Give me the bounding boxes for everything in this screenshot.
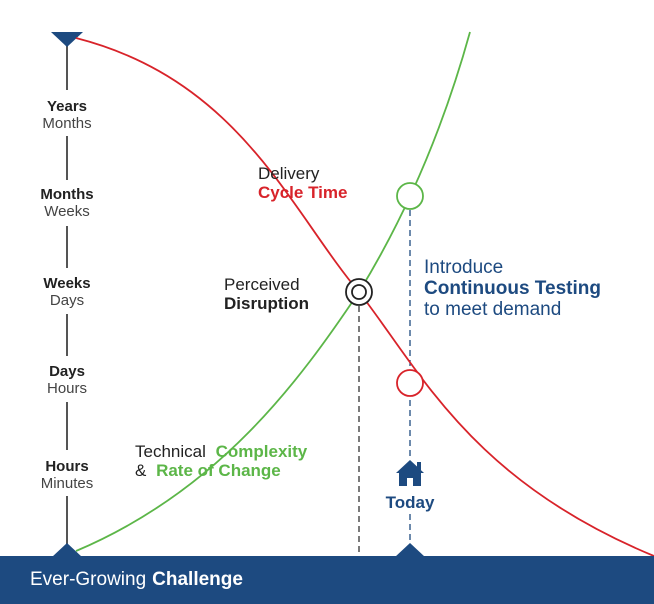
complexity-today-marker <box>396 182 424 210</box>
complexity-label-line1: Technical Complexity <box>135 442 308 461</box>
axis-level-primary: Days <box>49 363 85 380</box>
footer-regular-text: Ever-Growing <box>30 569 147 590</box>
today-bottom-marker <box>395 543 425 557</box>
axis-level-primary: Hours <box>45 458 88 475</box>
complexity-label-line2: & Rate of Change <box>135 461 281 480</box>
axis-level-primary: Months <box>40 186 93 203</box>
complexity-ampersand: & <box>135 461 147 480</box>
axis-level-secondary: Hours <box>47 380 87 397</box>
disruption-point-inner <box>351 284 367 300</box>
delivery-label-line2: Cycle Time <box>258 183 347 202</box>
axis-bottom-marker <box>52 543 82 557</box>
complexity-prefix: Technical <box>135 442 206 461</box>
axis-level-2: Months Weeks <box>40 186 93 220</box>
continuous-label-line3: to meet demand <box>424 299 561 320</box>
complexity-highlight: Complexity <box>216 442 308 461</box>
disruption-label-line2: Disruption <box>224 294 309 313</box>
axis-level-4: Days Hours <box>47 363 87 397</box>
axis-level-1: Years Months <box>42 98 91 132</box>
home-icon <box>396 460 424 486</box>
today-label: Today <box>386 493 435 512</box>
continuous-label-line1: Introduce <box>424 257 503 278</box>
cycle-time-today-marker <box>396 369 424 397</box>
axis-level-5: Hours Minutes <box>41 458 94 492</box>
continuous-label-line2: Continuous Testing <box>424 278 601 299</box>
axis-level-secondary: Days <box>50 292 84 309</box>
axis-level-secondary: Minutes <box>41 475 94 492</box>
footer-banner: Ever-Growing Challenge <box>0 556 654 604</box>
axis-level-primary: Weeks <box>43 275 90 292</box>
axis-level-secondary: Weeks <box>44 203 90 220</box>
rate-of-change-highlight: Rate of Change <box>156 461 281 480</box>
axis-level-secondary: Months <box>42 115 91 132</box>
footer-bold-text: Challenge <box>152 569 243 590</box>
delivery-label-line1: Delivery <box>258 164 320 183</box>
axis-level-3: Weeks Days <box>43 275 90 309</box>
disruption-label-line1: Perceived <box>224 275 300 294</box>
axis-level-primary: Years <box>47 98 87 115</box>
axis-top-marker <box>51 32 83 47</box>
